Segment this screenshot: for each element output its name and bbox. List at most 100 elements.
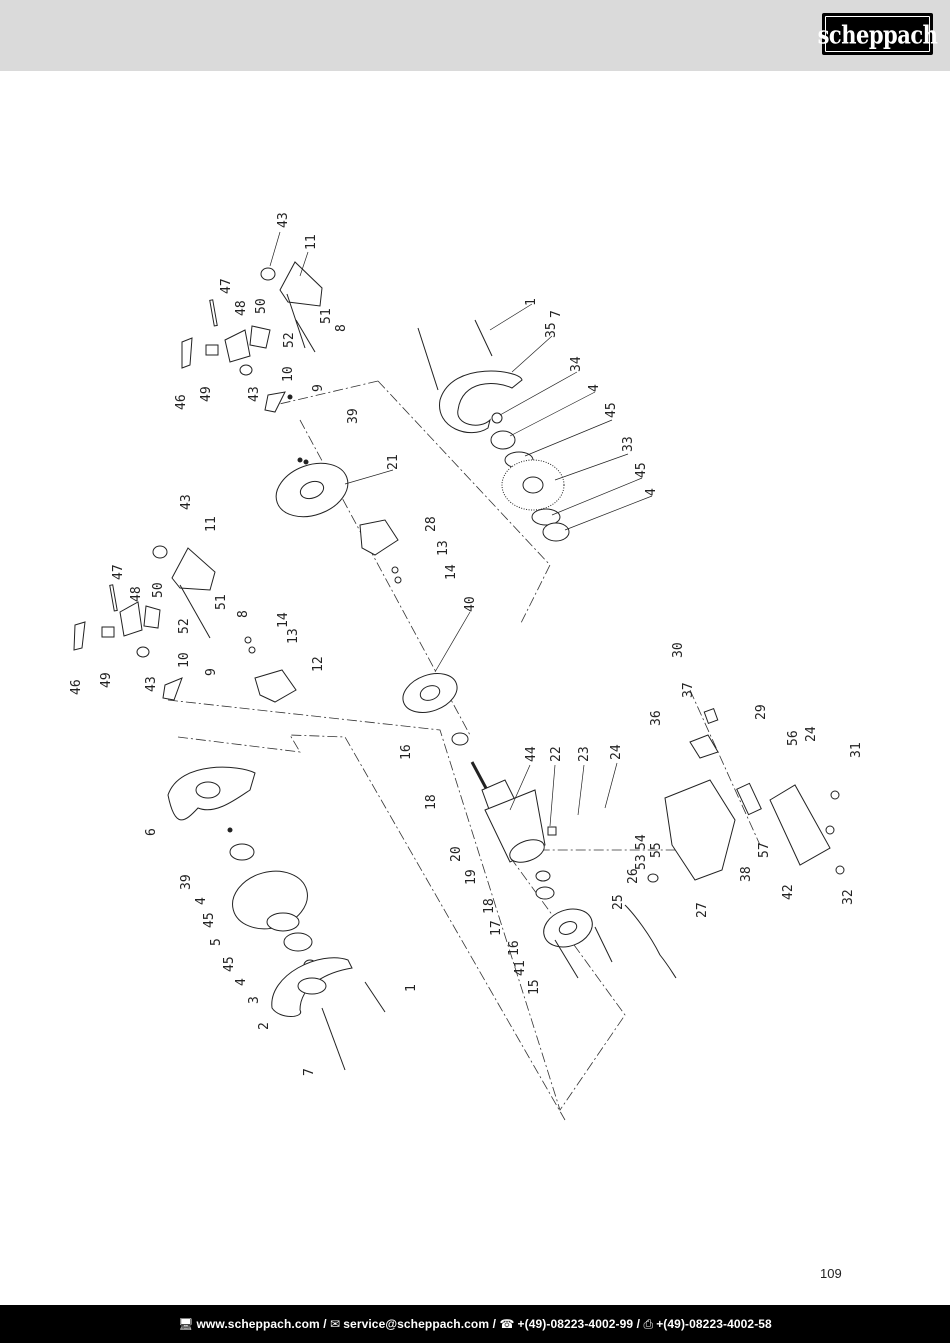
website-link[interactable]: www.scheppach.com — [196, 1317, 320, 1331]
c-35: 35 — [544, 322, 559, 338]
c-1b: 1 — [404, 984, 419, 992]
c-42: 42 — [781, 884, 796, 900]
brush-wheel-assembly — [417, 319, 570, 542]
c-38: 38 — [739, 866, 754, 882]
c-23: 23 — [577, 746, 592, 762]
c-3: 3 — [247, 996, 262, 1004]
axis-right-upper-long — [377, 380, 551, 626]
c-14b: 14 — [276, 612, 291, 628]
c-56: 56 — [786, 730, 801, 746]
c-45b: 45 — [634, 462, 649, 478]
c-10a: 10 — [281, 366, 296, 382]
c-46b: 46 — [69, 679, 84, 695]
c-18a: 18 — [424, 794, 439, 810]
c-22: 22 — [549, 746, 564, 762]
c-45a: 45 — [604, 402, 619, 418]
fax-icon: ⎙ — [643, 1316, 654, 1331]
phone-icon: ☎ — [499, 1317, 515, 1331]
knob-43-lower-b — [136, 646, 150, 658]
c-55: 55 — [649, 842, 664, 858]
bracket-46-upper — [181, 337, 193, 369]
c-9a: 9 — [311, 384, 326, 392]
bracket-46-lower — [73, 621, 86, 651]
clip-22 — [547, 826, 557, 836]
screw-9-upper — [287, 394, 293, 400]
axis-right-upper — [274, 380, 379, 406]
bracket-48-lower — [119, 601, 143, 637]
c-48b: 48 — [129, 586, 144, 602]
axis-right-base — [689, 689, 761, 846]
washer-45-left — [266, 912, 300, 932]
clamp-50-lower — [143, 605, 161, 629]
eye-shield-10-upper — [264, 391, 286, 413]
axis-left-frame — [177, 734, 566, 1121]
c-2: 2 — [257, 1022, 272, 1030]
leader-lines — [269, 231, 653, 827]
c-4c: 4 — [194, 897, 209, 905]
c-4d: 4 — [234, 978, 249, 986]
c-52a: 52 — [282, 332, 297, 348]
switch-37 — [703, 708, 719, 724]
c-20: 20 — [449, 846, 464, 862]
email-link[interactable]: service@scheppach.com — [343, 1317, 490, 1331]
footer-separator: / — [489, 1317, 500, 1331]
c-8a: 8 — [334, 324, 349, 332]
c-36: 36 — [649, 710, 664, 726]
grinding-wheel-assembly — [167, 766, 386, 1071]
capacitor-29 — [736, 782, 762, 816]
c-53: 53 — [634, 854, 649, 870]
knob-43-upper-b — [239, 364, 253, 376]
outer-guard-2 — [271, 957, 353, 1017]
tool-rest-28 — [359, 519, 399, 556]
bearing-18-upper — [451, 732, 469, 746]
wheel-guard-35 — [439, 370, 523, 434]
c-51b: 51 — [214, 594, 229, 610]
c-51a: 51 — [319, 308, 334, 324]
page-header: scheppach — [0, 0, 950, 71]
c-39a: 39 — [346, 408, 361, 424]
c-47a: 47 — [219, 278, 234, 294]
scheppach-logo: scheppach — [818, 13, 938, 55]
footer-separator: / — [633, 1317, 644, 1331]
c-25: 25 — [611, 894, 626, 910]
c-45c: 45 — [202, 912, 217, 928]
knob-43-upper — [260, 267, 276, 281]
flange-4-left-b — [283, 932, 313, 952]
c-31: 31 — [849, 742, 864, 758]
c-50a: 50 — [254, 298, 269, 314]
c-28: 28 — [424, 516, 439, 532]
c-18b: 18 — [482, 898, 497, 914]
mail-icon: ✉ — [330, 1317, 341, 1331]
bracket-48-upper — [224, 329, 251, 363]
nut-34 — [491, 412, 503, 424]
c-45d: 45 — [222, 956, 237, 972]
c-48a: 48 — [234, 300, 249, 316]
screw-39-lower — [227, 827, 233, 833]
c-43b: 43 — [247, 386, 262, 402]
c-11a: 11 — [304, 234, 319, 250]
c-17: 17 — [489, 920, 504, 936]
c-13a: 13 — [436, 540, 451, 556]
logo-text: scheppach — [817, 19, 938, 49]
c-11b: 11 — [204, 516, 219, 532]
c-26: 26 — [626, 868, 641, 884]
c-4a: 4 — [587, 384, 602, 392]
c-10b: 10 — [177, 652, 192, 668]
bottom-plate-42 — [769, 784, 831, 866]
c-5: 5 — [209, 938, 224, 946]
spark-guard-11-upper — [279, 261, 323, 307]
spark-guard-11-lower — [171, 547, 216, 591]
c-33: 33 — [621, 436, 636, 452]
flange-4-left — [229, 843, 255, 861]
c-24b: 24 — [804, 726, 819, 742]
bolt-47-lower — [109, 584, 118, 612]
c-43a: 43 — [276, 212, 291, 228]
right-side-guard — [275, 457, 402, 584]
c-4b: 4 — [644, 488, 659, 496]
c-49b: 49 — [99, 672, 114, 688]
spacer-49-upper — [205, 344, 219, 356]
c-19: 19 — [464, 869, 479, 885]
c-43d: 43 — [144, 676, 159, 692]
switch-plate-36 — [689, 734, 719, 759]
